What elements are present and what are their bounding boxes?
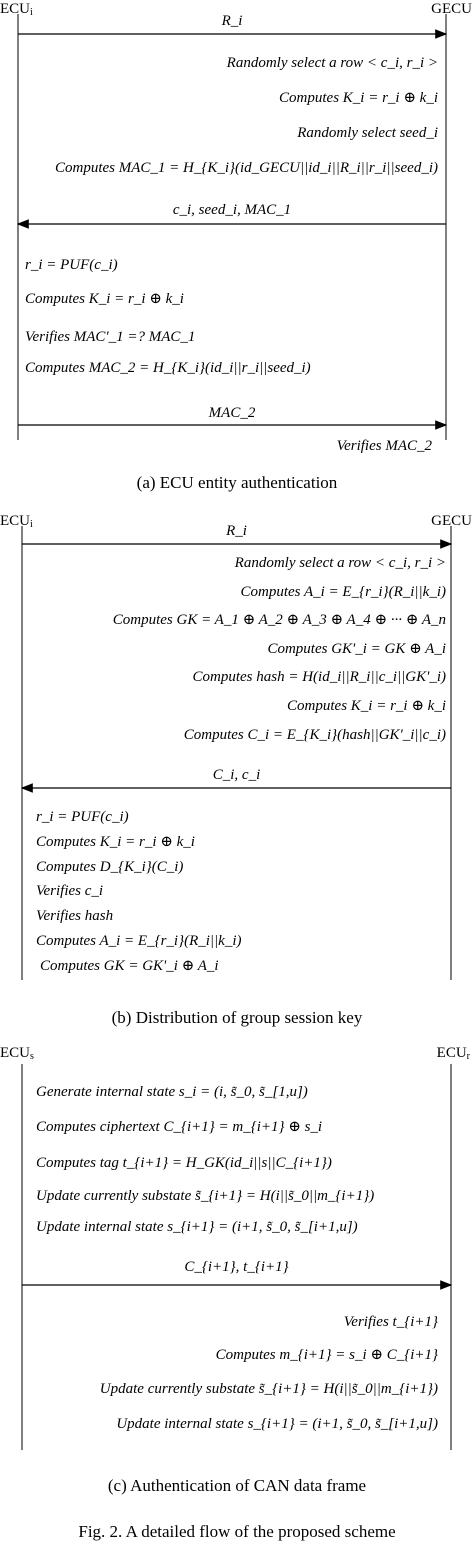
step-b-ecu-6: Computes A_i = E_{r_i}(R_i||k_i) bbox=[36, 933, 242, 949]
step-b-gecu-5: Computes hash = H(id_i||R_i||c_i||GK'_i) bbox=[192, 669, 446, 685]
step-c-receiver-1: Verifies t_{i+1} bbox=[343, 1314, 438, 1330]
step-a-ecu-4: Computes MAC_2 = H_{K_i}(id_i||r_i||seed… bbox=[25, 360, 311, 376]
caption-b: (b) Distribution of group session key bbox=[111, 1008, 363, 1027]
step-a-ecu-1: r_i = PUF(c_i) bbox=[25, 257, 118, 273]
entity-ecu-receiver: ECUr bbox=[436, 1045, 470, 1062]
step-c-receiver-3: Update currently substate s̃_{i+1} = H(i… bbox=[99, 1381, 438, 1397]
step-b-gecu-4: Computes GK'_i = GK ⊕ A_i bbox=[267, 641, 446, 657]
step-c-sender-1: Generate internal state s_i = (i, s̃_0, … bbox=[36, 1084, 308, 1100]
step-a-ecu-2: Computes K_i = r_i ⊕ k_i bbox=[25, 291, 184, 307]
entity-ecu-sender: ECUs bbox=[0, 1045, 34, 1062]
step-b-gecu-3: Computes GK = A_1 ⊕ A_2 ⊕ A_3 ⊕ A_4 ⊕ ··… bbox=[112, 612, 446, 628]
step-b-ecu-5: Verifies hash bbox=[36, 908, 114, 924]
step-b-ecu-7: Computes GK = GK'_i ⊕ A_i bbox=[40, 958, 219, 974]
step-a-gecu-4: Computes MAC_1 = H_{K_i}(id_GECU||id_i||… bbox=[54, 160, 438, 176]
step-b-ecu-4: Verifies c_i bbox=[36, 883, 104, 899]
entity-ecu-b: ECUi bbox=[0, 513, 33, 530]
step-a-ecu-3: Verifies MAC'_1 =? MAC_1 bbox=[25, 329, 196, 345]
caption-a: (a) ECU entity authentication bbox=[136, 473, 338, 492]
step-b-gecu-1: Randomly select a row < c_i, r_i > bbox=[234, 555, 446, 571]
step-c-receiver-2: Computes m_{i+1} = s_i ⊕ C_{i+1} bbox=[215, 1347, 438, 1363]
step-b-gecu-6: Computes K_i = r_i ⊕ k_i bbox=[287, 698, 446, 714]
entity-gecu-b: GECU bbox=[431, 513, 472, 529]
step-c-sender-4: Update currently substate s̃_{i+1} = H(i… bbox=[36, 1188, 375, 1204]
msg-a-2: c_i, seed_i, MAC_1 bbox=[172, 202, 292, 218]
msg-a-3: MAC_2 bbox=[208, 405, 256, 421]
step-b-ecu-2: Computes K_i = r_i ⊕ k_i bbox=[36, 834, 195, 850]
step-a-gecu-1: Randomly select a row < c_i, r_i > bbox=[226, 55, 438, 71]
step-c-receiver-4: Update internal state s_{i+1} = (i+1, s̃… bbox=[116, 1416, 438, 1432]
entity-ecu-a: ECUi bbox=[0, 1, 33, 18]
step-c-sender-3: Computes tag t_{i+1} = H_GK(id_i||s||C_{… bbox=[36, 1155, 332, 1171]
step-b-ecu-1: r_i = PUF(c_i) bbox=[36, 809, 129, 825]
step-a-gecu-3: Randomly select seed_i bbox=[297, 125, 438, 141]
step-b-ecu-3: Computes D_{K_i}(C_i) bbox=[36, 859, 184, 875]
step-c-sender-2: Computes ciphertext C_{i+1} = m_{i+1} ⊕ … bbox=[36, 1119, 323, 1135]
msg-b-2: C_i, c_i bbox=[212, 767, 261, 783]
entity-gecu-a: GECU bbox=[431, 1, 472, 17]
step-c-sender-5: Update internal state s_{i+1} = (i+1, s̃… bbox=[36, 1219, 358, 1235]
step-a-gecu-2: Computes K_i = r_i ⊕ k_i bbox=[279, 90, 438, 106]
step-b-gecu-2: Computes A_i = E_{r_i}(R_i||k_i) bbox=[240, 584, 447, 600]
step-a-final: Verifies MAC_2 bbox=[336, 438, 432, 454]
msg-a-1: R_i bbox=[221, 13, 243, 29]
step-b-gecu-7: Computes C_i = E_{K_i}(hash||GK'_i||c_i) bbox=[183, 727, 446, 743]
figure-caption: Fig. 2. A detailed flow of the proposed … bbox=[78, 1522, 396, 1541]
msg-b-1: R_i bbox=[226, 523, 247, 539]
msg-c-1: C_{i+1}, t_{i+1} bbox=[184, 1259, 289, 1275]
caption-c: (c) Authentication of CAN data frame bbox=[107, 1476, 367, 1495]
